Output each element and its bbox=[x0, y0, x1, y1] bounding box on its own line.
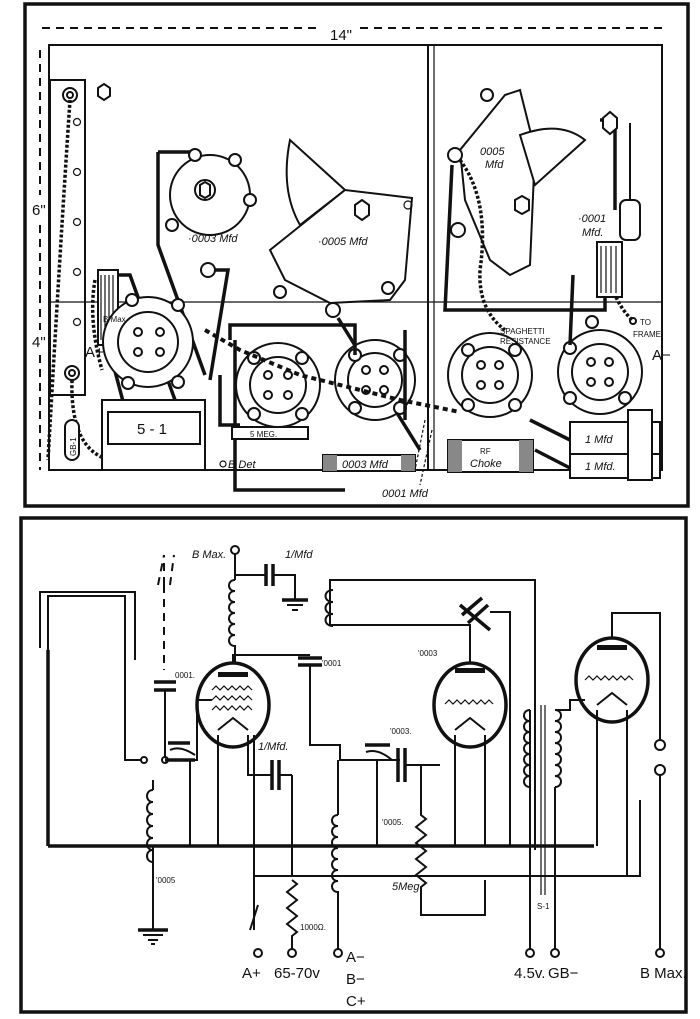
rf-choke: RF Choke bbox=[447, 439, 534, 473]
reaction-condenser bbox=[458, 596, 492, 632]
terminal-a-plus[interactable] bbox=[253, 948, 263, 958]
svg-text:0003 Mfd: 0003 Mfd bbox=[342, 459, 389, 471]
valve-2 bbox=[432, 661, 508, 749]
svg-text:·0005 Mfd: ·0005 Mfd bbox=[318, 236, 368, 248]
condenser-1mfd-pair: 1 Mfd 1 Mfd. bbox=[569, 409, 661, 481]
valve-1 bbox=[195, 661, 271, 749]
switch bbox=[249, 904, 259, 931]
b-max-label: B Max bbox=[103, 315, 126, 324]
svg-text:1000Ω.: 1000Ω. bbox=[300, 923, 326, 932]
svg-text:B Max.: B Max. bbox=[640, 965, 687, 982]
frame-aerial-loop bbox=[39, 591, 136, 660]
svg-text:A+: A+ bbox=[242, 965, 261, 982]
condenser-0005-right: 0005 Mfd bbox=[447, 88, 587, 277]
svg-text:65-70v: 65-70v bbox=[274, 965, 320, 982]
cap-0001-aerial-label: 0001. bbox=[175, 671, 195, 680]
svg-text:0005: 0005 bbox=[480, 146, 505, 158]
layout-frame bbox=[23, 2, 690, 508]
panel-nut-icon bbox=[97, 82, 111, 102]
svg-text:B−: B− bbox=[346, 971, 365, 988]
terminal-gb-minus[interactable] bbox=[550, 948, 560, 958]
condenser-0001-top: ·0001 Mfd. bbox=[578, 199, 641, 241]
terminal-65-70v[interactable] bbox=[287, 948, 297, 958]
svg-text:·0001: ·0001 bbox=[578, 213, 606, 225]
upper-height-dimension: 6" bbox=[32, 202, 46, 219]
svg-text:5 - 1: 5 - 1 bbox=[137, 421, 167, 438]
dotted-wire bbox=[204, 328, 461, 414]
cap-1mfd-mid-label: 1/Mfd. bbox=[258, 741, 289, 753]
speaker-terminal-1 bbox=[654, 739, 666, 751]
valve-3 bbox=[574, 636, 650, 724]
condenser-0003-fixed: 0003 Mfd bbox=[322, 454, 416, 472]
svg-text:Mfd: Mfd bbox=[485, 159, 504, 171]
condenser-0005-centre: ·0005 Mfd bbox=[268, 138, 414, 318]
transformer-s1: S-1 bbox=[523, 705, 562, 911]
svg-text:Mfd.: Mfd. bbox=[582, 227, 603, 239]
gb-label: GB-1 bbox=[69, 437, 78, 456]
panel-nut-icon bbox=[602, 110, 618, 136]
svg-text:'0005: '0005 bbox=[156, 876, 176, 885]
valve-holder-4 bbox=[447, 332, 533, 418]
svg-text:RESISTANCE: RESISTANCE bbox=[500, 337, 551, 346]
tuning-condenser-aerial bbox=[168, 741, 196, 756]
to-frame-label: TO bbox=[640, 318, 651, 327]
a-plus-label: A+ bbox=[85, 344, 104, 361]
lower-height-dimension: 4" bbox=[32, 334, 46, 351]
b-max-top-label: B Max. bbox=[192, 549, 226, 561]
svg-text:A−: A− bbox=[346, 949, 365, 966]
resistor-1000 bbox=[285, 846, 299, 950]
valve-holder-1 bbox=[102, 293, 194, 390]
valve-holder-3 bbox=[334, 339, 416, 421]
strip-holes bbox=[72, 117, 82, 327]
lt-bus bbox=[254, 800, 641, 877]
battery-terminals: A+ 65-70v A− B− C+ 4.5v. GB− B Max. bbox=[242, 948, 687, 1010]
spaghetti-resistance-label: SPAGHETTI bbox=[500, 327, 545, 336]
svg-text:4.5v.: 4.5v. bbox=[514, 965, 545, 982]
resistor-5meg: 5 MEG. bbox=[231, 426, 309, 440]
svg-text:'0003.: '0003. bbox=[390, 727, 412, 736]
svg-text:·0003 Mfd: ·0003 Mfd bbox=[188, 233, 238, 245]
svg-text:5Meg: 5Meg bbox=[392, 881, 420, 893]
condenser-0003: ·0003 Mfd bbox=[165, 148, 257, 278]
to-frame-label-2: FRAME bbox=[633, 330, 661, 339]
speaker-terminal-2 bbox=[654, 764, 666, 776]
terminal-b-max-top bbox=[230, 545, 240, 555]
schematic-frame bbox=[19, 516, 688, 1014]
valve-holder-2 bbox=[235, 342, 321, 428]
svg-text:5 MEG.: 5 MEG. bbox=[250, 430, 277, 439]
svg-text:'0005.: '0005. bbox=[382, 818, 404, 827]
grid-leak-5meg bbox=[405, 764, 486, 916]
rf-choke-coil bbox=[228, 565, 236, 663]
aerial-terminal-strip bbox=[49, 79, 86, 396]
aerial-icon bbox=[157, 554, 175, 670]
svg-text:C+: C+ bbox=[346, 993, 366, 1010]
svg-text:RF: RF bbox=[480, 447, 491, 456]
condenser-0001-label: 0001 Mfd bbox=[382, 488, 429, 500]
transformer-5-1: 5 - 1 bbox=[101, 399, 206, 471]
svg-text:S-1: S-1 bbox=[537, 902, 550, 911]
width-dimension: 14" bbox=[330, 27, 352, 44]
terminal-4-5v[interactable] bbox=[525, 948, 535, 958]
svg-text:'0003: '0003 bbox=[418, 649, 438, 658]
schematic-diagram: 0001. '0005 B Max. 1/Mfd bbox=[19, 516, 688, 1014]
valve-holder-5 bbox=[557, 315, 643, 415]
svg-text:1 Mfd: 1 Mfd bbox=[585, 434, 613, 446]
cap-1mfd-top-label: 1/Mfd bbox=[285, 549, 313, 561]
tuning-coil bbox=[331, 760, 339, 950]
terminal-b-max[interactable] bbox=[655, 948, 665, 958]
cap-0001-coupling-label: '0001 bbox=[322, 659, 342, 668]
earth-icon bbox=[282, 598, 308, 611]
terminal-a-minus[interactable] bbox=[333, 948, 343, 958]
svg-text:Choke: Choke bbox=[470, 458, 502, 470]
reaction-coil bbox=[324, 589, 334, 627]
a-minus-label: A− bbox=[652, 347, 671, 364]
b-det-label: B Det bbox=[228, 459, 256, 471]
earth-icon bbox=[138, 846, 168, 945]
layout-diagram: 14" 6" 4" GB-1 ·0003 Mfd bbox=[23, 2, 690, 508]
svg-text:GB−: GB− bbox=[548, 965, 579, 982]
svg-text:1 Mfd.: 1 Mfd. bbox=[585, 461, 616, 473]
